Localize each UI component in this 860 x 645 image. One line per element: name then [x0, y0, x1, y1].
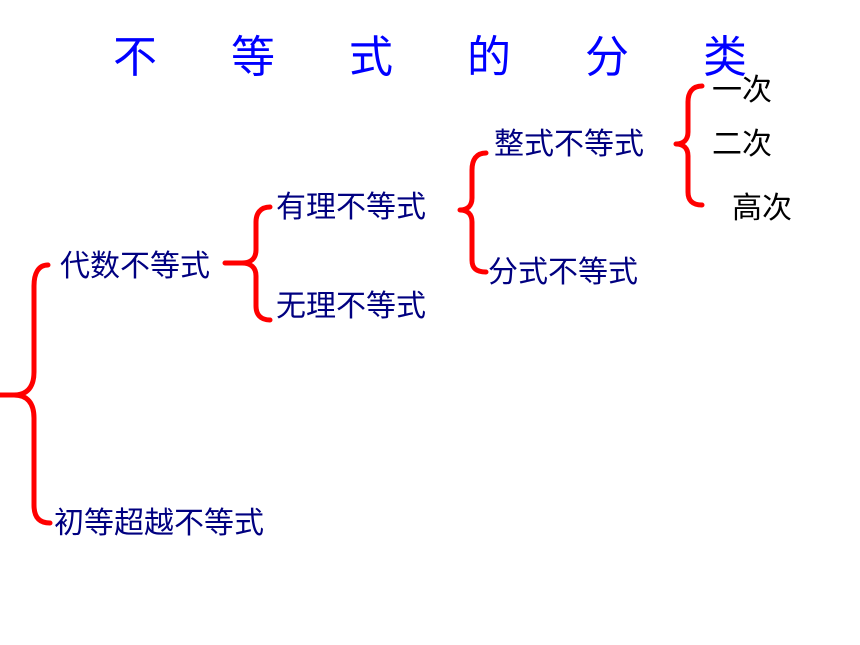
bracket-algebraic — [222, 204, 273, 323]
node-higher: 高次 — [732, 191, 792, 226]
diagram-title: 不 等 式 的 分 类 — [113, 32, 777, 83]
node-algebraic: 代数不等式 — [60, 249, 210, 284]
node-rational: 有理不等式 — [276, 190, 426, 225]
node-irrational: 无理不等式 — [276, 289, 426, 324]
node-fractional: 分式不等式 — [488, 255, 638, 290]
bracket-integral — [673, 83, 705, 208]
node-linear: 一次 — [712, 73, 772, 108]
node-transcendental: 初等超越不等式 — [54, 506, 264, 541]
bracket-rational — [457, 150, 489, 275]
node-integral: 整式不等式 — [494, 127, 644, 162]
node-quadratic: 二次 — [712, 127, 772, 162]
bracket-root — [0, 262, 53, 526]
